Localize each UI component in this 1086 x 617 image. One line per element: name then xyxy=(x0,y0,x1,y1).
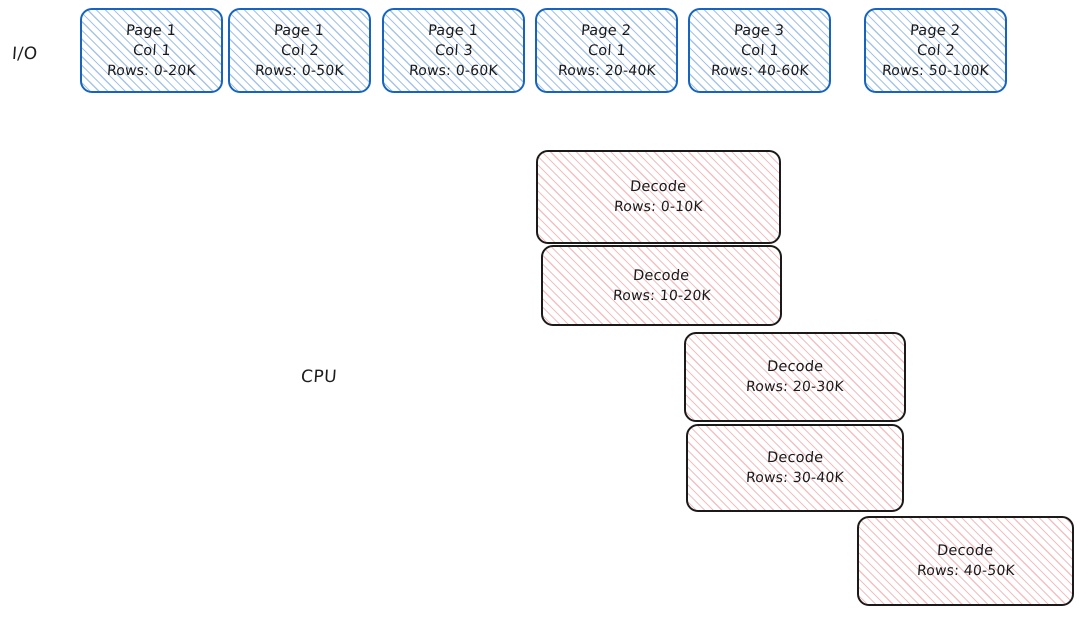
lane-label-io: I/O xyxy=(11,44,39,64)
io-block[interactable]: Page 1 Col 2 Rows: 0-50K xyxy=(228,8,371,93)
decode-block[interactable]: Decode Rows: 0-10K xyxy=(536,150,781,244)
io-block-rows: Rows: 20-40K xyxy=(557,62,656,79)
io-block[interactable]: Page 2 Col 1 Rows: 20-40K xyxy=(535,8,678,93)
decode-block-rows: Rows: 40-50K xyxy=(916,563,1015,579)
decode-block-rows: Rows: 10-20K xyxy=(612,287,711,304)
decode-block-title: Decode xyxy=(766,450,824,466)
decode-block[interactable]: Decode Rows: 30-40K xyxy=(686,424,904,512)
decode-block-title: Decode xyxy=(629,179,688,195)
io-block-col: Col 1 xyxy=(740,42,779,59)
decode-block[interactable]: Decode Rows: 20-30K xyxy=(684,332,906,422)
io-block-page: Page 1 xyxy=(125,22,178,39)
io-block-col: Col 1 xyxy=(132,42,171,59)
decode-block-title: Decode xyxy=(766,359,824,375)
decode-block[interactable]: Decode Rows: 40-50K xyxy=(857,516,1074,606)
decode-block-title: Decode xyxy=(632,267,691,284)
io-block-rows: Rows: 0-20K xyxy=(106,62,197,79)
decode-block-rows: Rows: 30-40K xyxy=(745,470,845,486)
decode-block-title: Decode xyxy=(936,543,995,559)
io-block-col: Col 2 xyxy=(280,42,319,59)
decode-block-rows: Rows: 20-30K xyxy=(745,379,845,395)
lane-label-cpu: CPU xyxy=(300,367,338,387)
io-block-col: Col 3 xyxy=(434,42,473,59)
io-block-rows: Rows: 40-60K xyxy=(710,62,809,79)
io-block[interactable]: Page 3 Col 1 Rows: 40-60K xyxy=(688,8,831,93)
io-block-page: Page 2 xyxy=(909,22,962,39)
io-block-rows: Rows: 50-100K xyxy=(881,62,990,79)
io-block-page: Page 1 xyxy=(273,22,326,39)
io-block[interactable]: Page 2 Col 2 Rows: 50-100K xyxy=(864,8,1007,93)
io-block-rows: Rows: 0-50K xyxy=(254,62,345,79)
io-block-page: Page 2 xyxy=(580,22,633,39)
io-block-col: Col 2 xyxy=(916,42,955,59)
io-block-page: Page 1 xyxy=(427,22,480,39)
io-block-col: Col 1 xyxy=(587,42,626,59)
io-block-rows: Rows: 0-60K xyxy=(408,62,499,79)
decode-block-rows: Rows: 0-10K xyxy=(613,199,704,215)
decode-block[interactable]: Decode Rows: 10-20K xyxy=(541,245,782,326)
io-block[interactable]: Page 1 Col 1 Rows: 0-20K xyxy=(80,8,223,93)
io-block-page: Page 3 xyxy=(733,22,786,39)
io-block[interactable]: Page 1 Col 3 Rows: 0-60K xyxy=(382,8,525,93)
